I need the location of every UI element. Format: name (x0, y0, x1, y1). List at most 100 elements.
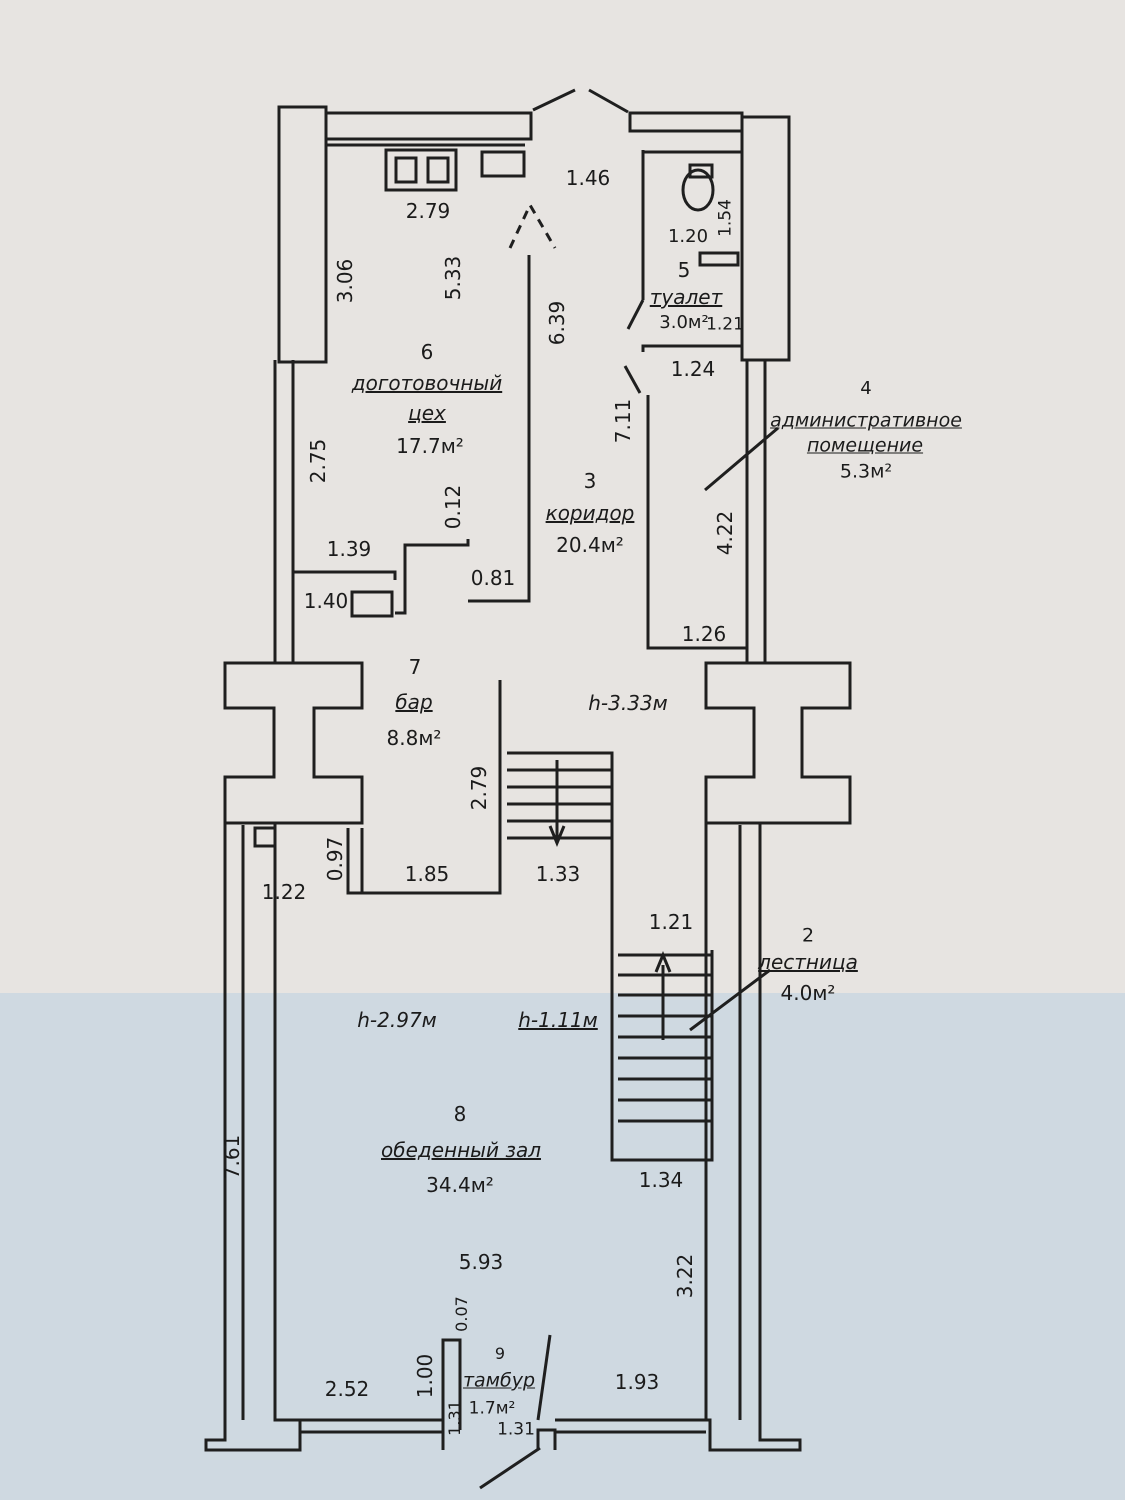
dim-2-79-top: 2.79 (405, 199, 451, 223)
dim-4-22: 4.22 (713, 510, 737, 556)
dim-1-34: 1.34 (638, 1168, 684, 1192)
stairs-lower-treads (618, 953, 712, 1123)
entry-door-right (588, 88, 629, 114)
ceiling-height-main: h-3.33м (588, 691, 668, 715)
wall-pier-mid-right (704, 661, 852, 825)
dim-0-12: 0.12 (441, 484, 465, 530)
room-4-number: 4 (860, 378, 872, 399)
stairs-upper-treads (507, 768, 612, 840)
wall-right-lower (704, 821, 802, 1452)
room-3-name: коридор (545, 501, 635, 525)
room-4-area: 5.3м² (839, 460, 893, 483)
room-7-number: 7 (408, 655, 422, 679)
stove-burner-1 (394, 156, 418, 184)
dim-7-61: 7.61 (220, 1134, 244, 1180)
dim-1-21-stairs: 1.21 (648, 910, 694, 934)
dim-1-46: 1.46 (565, 166, 611, 190)
dim-1-22: 1.22 (261, 880, 307, 904)
dim-1-39: 1.39 (326, 537, 372, 561)
room-8-number: 8 (453, 1102, 467, 1126)
room-9-area: 1.7м² (468, 1398, 516, 1419)
leader-stairs (689, 968, 771, 1032)
dim-5-93: 5.93 (458, 1250, 504, 1274)
dim-3-06: 3.06 (333, 258, 357, 304)
room-6-name: доготовочный (351, 371, 503, 395)
dim-2-79-bar: 2.79 (467, 765, 491, 811)
dim-1-31-vertical: 1.31 (445, 1400, 464, 1436)
room-7-area: 8.8м² (386, 726, 442, 750)
room-3-area: 20.4м² (556, 533, 624, 557)
dim-1-54: 1.54 (715, 199, 736, 237)
dim-1-24: 1.24 (670, 357, 716, 381)
leader-admin (704, 426, 779, 492)
dim-1-33: 1.33 (535, 862, 581, 886)
dim-3-22: 3.22 (673, 1253, 697, 1299)
wall-top-right (628, 111, 744, 133)
room-5-number: 5 (677, 258, 691, 282)
kitchen-door-swing (508, 201, 557, 249)
room-5-name: туалет (649, 285, 723, 309)
sink-unit (480, 150, 526, 178)
bar-corner-block (253, 826, 277, 848)
wall-admin-left (646, 395, 747, 650)
wall-pier-top-left (277, 105, 328, 364)
partition-kitchen-corridor (468, 255, 531, 603)
paper-sheet-bottom (0, 993, 1125, 1500)
dim-1-85: 1.85 (404, 862, 450, 886)
room-6-number: 6 (420, 340, 434, 364)
room-8-name: обеденный зал (381, 1138, 541, 1162)
room-2-number: 2 (801, 924, 815, 947)
dim-2-52: 2.52 (324, 1377, 370, 1401)
room-8-area: 34.4м² (426, 1173, 494, 1197)
ceiling-height-stairs: h-1.11м (518, 1008, 598, 1032)
dim-0-81: 0.81 (470, 566, 516, 590)
toilet-door (626, 299, 645, 330)
partition-kitchen-step (395, 539, 470, 615)
dim-1-93: 1.93 (614, 1370, 660, 1394)
room-3-number: 3 (583, 469, 597, 493)
dim-0-07: 0.07 (452, 1296, 471, 1332)
counter-unit (350, 590, 394, 618)
partition-kitchen-bottom (293, 570, 397, 580)
stove-unit (384, 148, 458, 192)
stove-burner-2 (426, 156, 450, 184)
stairs-lower-arrow-head (654, 951, 672, 973)
room-4-name-2: помещение (806, 434, 924, 457)
room-4-name: административное (770, 409, 962, 432)
room-6-area: 17.7м² (396, 434, 464, 458)
dim-1-31-horizontal: 1.31 (497, 1419, 535, 1440)
dim-1-00: 1.00 (413, 1353, 437, 1399)
room-5-area: 3.0м² (659, 312, 709, 333)
room-9-name: тамбур (462, 1369, 536, 1392)
admin-door (623, 365, 642, 394)
ceiling-height-hall: h-2.97м (357, 1008, 437, 1032)
dim-1-21-toilet: 1.21 (706, 314, 744, 335)
wall-toilet-bottom (641, 344, 742, 352)
wall-pier-top-right (740, 115, 791, 362)
vestibule-door (536, 1334, 552, 1421)
dim-1-40: 1.40 (303, 589, 349, 613)
wall-left-lower (204, 821, 302, 1452)
dim-7-11: 7.11 (611, 398, 635, 444)
stairs-upper-outline (507, 751, 614, 893)
leader-vestibule (479, 1446, 541, 1490)
dim-6-39: 6.39 (545, 300, 569, 346)
toilet-bowl (681, 168, 715, 212)
dim-0-97: 0.97 (323, 836, 347, 882)
room-2-area: 4.0м² (780, 981, 836, 1005)
washbasin (698, 251, 740, 267)
wall-top-left (324, 111, 533, 141)
dim-1-26: 1.26 (681, 622, 727, 646)
stairs-upper-arrow-head (548, 825, 566, 847)
vestibule-left-wall (441, 1338, 462, 1450)
room-2-name: лестница (758, 950, 858, 974)
room-7-name: бар (395, 690, 433, 714)
vestibule-right-wall (536, 1428, 557, 1450)
dim-1-20: 1.20 (667, 226, 709, 247)
room-9-number: 9 (494, 1344, 506, 1363)
dim-2-75: 2.75 (306, 438, 330, 484)
stairs-lower-outline (610, 893, 714, 1162)
dim-5-33: 5.33 (441, 255, 465, 301)
wall-pier-mid-left (223, 661, 364, 825)
